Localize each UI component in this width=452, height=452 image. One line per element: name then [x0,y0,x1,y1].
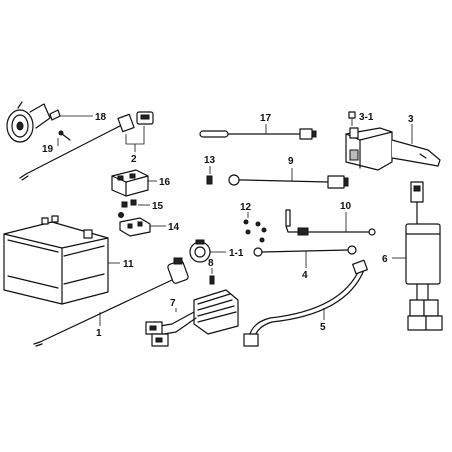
label-14: 14 [168,222,180,233]
label-17: 17 [260,113,272,124]
label-4: 4 [302,270,308,281]
coupler-1-1-part [189,239,211,263]
label-15: 15 [152,201,164,212]
label-6: 6 [382,254,388,265]
module-6-part [405,181,443,331]
label-19: 19 [42,144,54,155]
label-7: 7 [170,298,176,309]
regulator-7-part [145,289,239,347]
plate-14-part [119,217,151,237]
label-8: 8 [208,258,214,269]
label-3-1: 3-1 [359,112,374,123]
label-9: 9 [288,156,294,167]
label-3: 3 [408,114,414,125]
cable-4-part [253,245,357,257]
label-16: 16 [159,177,171,188]
label-5: 5 [320,322,326,333]
bolt-19-part [58,130,71,141]
fuse-lead-part [199,128,317,140]
horn-wire-part [19,111,154,181]
label-2: 2 [131,154,137,165]
rubber-mount-16-part [111,169,149,197]
label-13: 13 [204,155,216,166]
relay-cap-icon [348,111,356,119]
screws-12-part [243,219,267,243]
screw-13-part [206,175,213,185]
cable-5-part [243,259,368,347]
ground-wire-part [228,174,349,189]
screw-8-part [209,275,215,285]
label-12: 12 [240,202,252,213]
harness-1-part [33,257,189,347]
relay-part [345,127,441,171]
bolt-15-part [118,199,137,218]
label-1-1: 1-1 [229,248,244,259]
cable-10-part [285,209,376,236]
battery-11-part [3,215,109,305]
label-1: 1 [96,328,102,339]
label-10: 10 [340,201,352,212]
label-11: 11 [123,259,134,270]
label-18: 18 [95,112,107,123]
horn-part [6,101,61,143]
